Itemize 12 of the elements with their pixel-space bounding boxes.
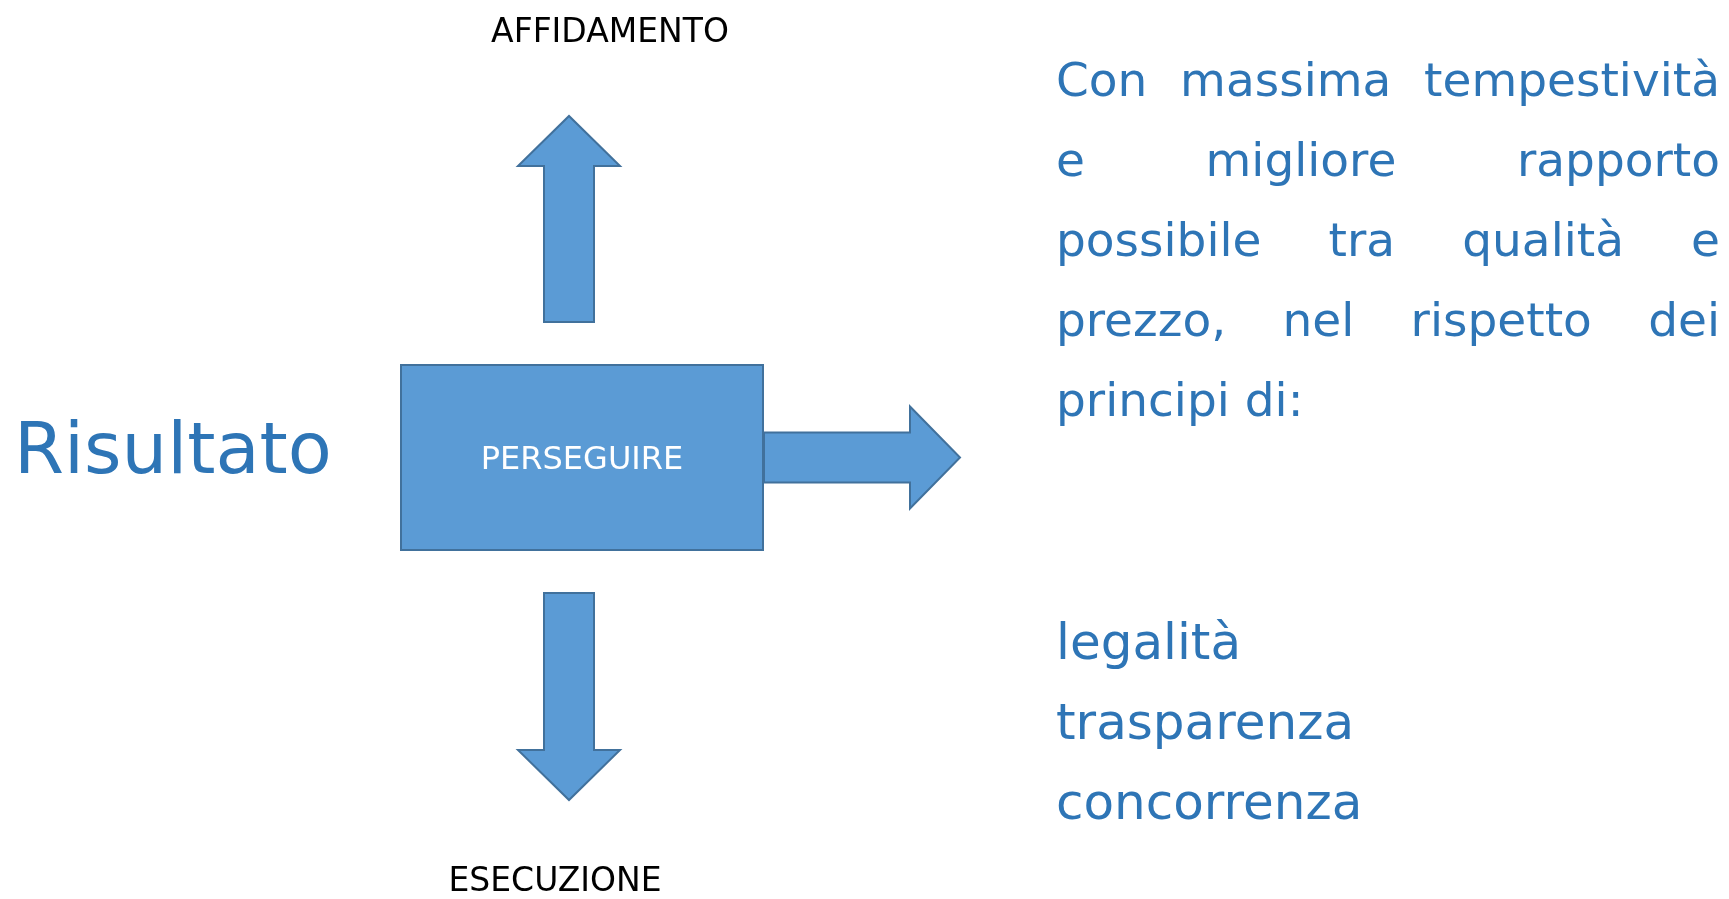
process-box: [400, 364, 764, 551]
stage-label: ESECUZIONE: [448, 859, 662, 899]
block-arrow: [515, 592, 623, 802]
description-paragraph: Con massima tempestività e migliore rapporto possibile tra qualità e prezzo, nel rispetto dei principi di:: [1056, 51, 1720, 429]
principle-item: trasparenza: [1056, 692, 1355, 752]
principle-item: concorrenza: [1056, 772, 1363, 832]
block-arrow: [763, 404, 962, 511]
block-arrow: [515, 114, 623, 323]
title-label: Risultato: [14, 405, 332, 492]
principle-item: legalità: [1056, 612, 1242, 672]
stage-label: AFFIDAMENTO: [491, 10, 729, 50]
box-label: PERSEGUIRE: [480, 438, 684, 477]
